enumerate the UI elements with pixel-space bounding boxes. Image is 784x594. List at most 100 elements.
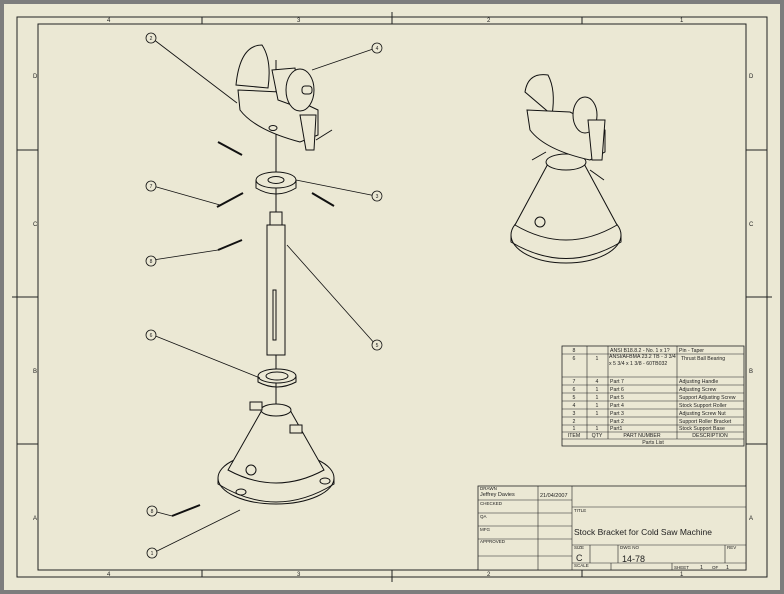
rev-label: REV xyxy=(727,545,736,550)
balloon: 8 xyxy=(145,255,157,267)
svg-text:3: 3 xyxy=(573,411,576,417)
svg-text:3: 3 xyxy=(376,194,379,200)
zone-top: 3 xyxy=(297,18,301,24)
svg-text:4: 4 xyxy=(376,46,379,52)
svg-text:Part 5: Part 5 xyxy=(610,395,624,401)
svg-text:1: 1 xyxy=(596,387,599,393)
balloon: 5 xyxy=(371,339,383,351)
title-block: DRAWN Jeffrey Davies 21/04/2007 CHECKED … xyxy=(477,485,747,571)
assembled-view xyxy=(510,74,622,264)
svg-text:1: 1 xyxy=(596,395,599,401)
drawn-by: Jeffrey Davies xyxy=(480,492,515,498)
parts-row: 3 1 Part 3 Adjusting Screw Nut xyxy=(573,411,727,417)
svg-text:Part 7: Part 7 xyxy=(610,379,624,385)
zone-right: D xyxy=(749,74,754,80)
dwg-no-label: DWG NO xyxy=(620,545,639,550)
balloon: 7 xyxy=(145,180,157,192)
svg-text:4: 4 xyxy=(596,379,599,385)
zone-right: B xyxy=(749,369,753,375)
thrust-ball-bearing xyxy=(257,368,297,388)
parts-row: 5 1 Part 5 Support Adjusting Screw xyxy=(573,395,736,401)
parts-row: 8 ANSI B18.8.2 - No. 1 x 1? Pin - Taper xyxy=(573,348,705,354)
svg-text:Support Adjusting Screw: Support Adjusting Screw xyxy=(679,395,736,401)
exploded-view xyxy=(171,44,335,517)
parts-list-title: Parts List xyxy=(642,440,664,446)
svg-text:Part 6: Part 6 xyxy=(610,387,624,393)
svg-text:1: 1 xyxy=(573,426,576,432)
zone-right: A xyxy=(749,516,753,522)
svg-text:DESCRIPTION: DESCRIPTION xyxy=(692,433,728,439)
svg-text:Adjusting Screw Nut: Adjusting Screw Nut xyxy=(679,411,726,417)
of-label: OF xyxy=(712,565,719,570)
svg-text:4: 4 xyxy=(573,403,576,409)
svg-text:Part1: Part1 xyxy=(610,426,623,432)
svg-text:2: 2 xyxy=(150,36,153,42)
svg-text:8: 8 xyxy=(151,509,154,515)
drawn-date: 21/04/2007 xyxy=(540,493,568,499)
pins xyxy=(171,141,335,517)
svg-text:1: 1 xyxy=(596,411,599,417)
zone-top: 4 xyxy=(107,18,111,24)
zone-bottom: 3 xyxy=(297,572,301,578)
mfg-label: MFG xyxy=(480,527,490,532)
checked-label: CHECKED xyxy=(480,501,503,506)
svg-text:Part 4: Part 4 xyxy=(610,403,624,409)
svg-text:QTY: QTY xyxy=(592,433,603,439)
svg-text:7: 7 xyxy=(573,379,576,385)
stock-support-base xyxy=(217,401,335,505)
zone-left: D xyxy=(33,74,38,80)
zone-labels: 4 3 2 1 4 3 2 1 D C B A D C B A xyxy=(12,12,772,582)
balloon: 4 xyxy=(371,42,383,54)
svg-text:1: 1 xyxy=(596,403,599,409)
svg-text:Adjusting Handle: Adjusting Handle xyxy=(679,379,718,385)
svg-text:Adjusting Screw: Adjusting Screw xyxy=(679,387,716,393)
drawn-label: DRAWN xyxy=(480,486,497,491)
zone-left: B xyxy=(33,369,37,375)
svg-text:ANSI B18.8.2 - No. 1 x 1?: ANSI B18.8.2 - No. 1 x 1? xyxy=(610,348,670,354)
svg-text:Part 2: Part 2 xyxy=(610,419,624,425)
support-adjusting-screw xyxy=(266,211,286,356)
sheet-label: SHEET xyxy=(674,565,689,570)
drawing-number: 14-78 xyxy=(622,554,645,564)
zone-top: 2 xyxy=(487,18,491,24)
sheet-number: 1 xyxy=(700,565,703,571)
title-label: TITLE xyxy=(574,508,586,513)
parts-row: 7 4 Part 7 Adjusting Handle xyxy=(573,379,719,385)
balloons xyxy=(152,38,377,554)
parts-row: 2 Part 2 Support Roller Bracket xyxy=(573,419,732,425)
sheet-size: C xyxy=(576,553,583,563)
svg-text:PART NUMBER: PART NUMBER xyxy=(623,433,660,439)
svg-text:6: 6 xyxy=(573,387,576,393)
svg-text:7: 7 xyxy=(150,184,153,190)
parts-row: 6 1 Part 6 Adjusting Screw xyxy=(573,387,717,393)
svg-text:1: 1 xyxy=(151,551,154,557)
svg-text:6: 6 xyxy=(573,356,576,362)
svg-text:2: 2 xyxy=(573,419,576,425)
balloon: 3 xyxy=(371,190,383,202)
svg-text:Part 3: Part 3 xyxy=(610,411,624,417)
svg-text:Pin - Taper: Pin - Taper xyxy=(679,348,704,354)
zone-bottom: 4 xyxy=(107,572,111,578)
svg-text:1: 1 xyxy=(596,356,599,362)
stock-support-roller xyxy=(271,67,315,112)
svg-text:Thrust Ball Bearing: Thrust Ball Bearing xyxy=(681,356,725,362)
zone-bottom: 2 xyxy=(487,572,491,578)
zone-left: A xyxy=(33,516,37,522)
svg-text:5: 5 xyxy=(573,395,576,401)
svg-text:Stock Support Roller: Stock Support Roller xyxy=(679,403,727,409)
svg-text:1: 1 xyxy=(596,426,599,432)
zone-bottom: 1 xyxy=(680,572,684,578)
drawing-title: Stock Bracket for Cold Saw Machine xyxy=(574,527,712,537)
svg-text:8: 8 xyxy=(573,348,576,354)
balloon: 6 xyxy=(145,329,157,341)
svg-text:Support Roller Bracket: Support Roller Bracket xyxy=(679,419,732,425)
svg-text:8: 8 xyxy=(150,259,153,265)
sheet-total: 1 xyxy=(726,565,729,571)
scale-label: SCALE xyxy=(574,563,589,568)
parts-list: 8 ANSI B18.8.2 - No. 1 x 1? Pin - Taper 6… xyxy=(561,345,745,447)
zone-top: 1 xyxy=(680,18,684,24)
svg-text:ITEM: ITEM xyxy=(568,433,580,439)
